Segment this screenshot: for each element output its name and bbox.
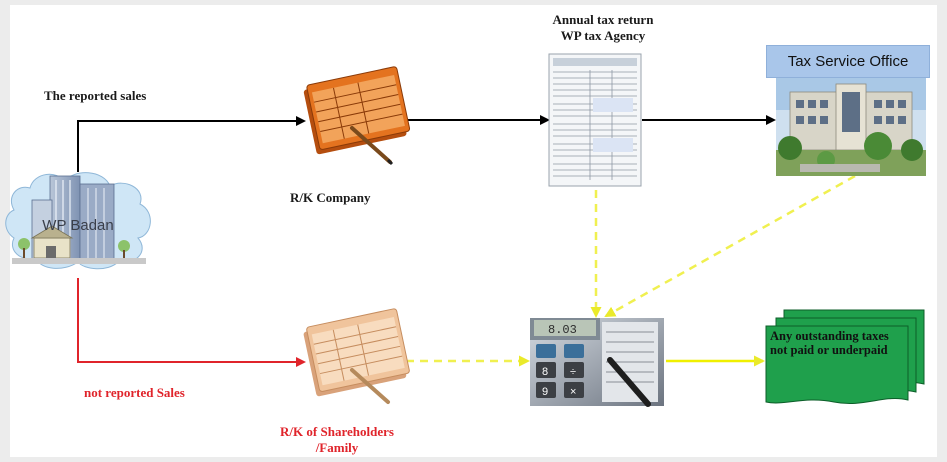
wp-badan-label: WP Badan [42, 217, 113, 234]
svg-text:8: 8 [542, 366, 548, 378]
ledger-pen-icon [303, 308, 410, 404]
annual-return-line1: Annual tax return [552, 12, 654, 27]
reported-sales-label: The reported sales [44, 88, 147, 103]
not-reported-sales-label: not reported Sales [84, 385, 185, 400]
rk-shareholders-line1: R/K of Shareholders [280, 424, 394, 439]
annual-return-label: Annual tax return WP tax Agency [539, 12, 667, 44]
rk-shareholders-line2: /Family [315, 440, 359, 455]
rk-shareholders-label: R/K of Shareholders /Family [262, 424, 412, 456]
ledger-pen-icon [303, 66, 411, 166]
government-building-icon [776, 76, 926, 176]
office-building-icon [5, 172, 151, 270]
rk-company-label: R/K Company [290, 190, 371, 205]
outstanding-taxes-note: Any outstanding taxes not paid or underp… [770, 329, 889, 357]
stacked-documents-icon [765, 309, 925, 404]
tax-form-icon [548, 53, 642, 187]
unreported-flow-arrow [77, 278, 306, 367]
calculator-icon: 8.03 8 ÷ 9 × [530, 318, 664, 407]
reported-flow-arrow [77, 116, 306, 172]
svg-text:9: 9 [542, 386, 548, 398]
svg-text:×: × [570, 386, 576, 398]
annual-return-line2: WP tax Agency [560, 28, 646, 43]
svg-text:÷: ÷ [570, 366, 576, 378]
svg-text:8.03: 8.03 [548, 323, 577, 337]
office-to-calculator-arrow [604, 174, 856, 318]
tax-service-office-label: Tax Service Office [766, 45, 930, 78]
